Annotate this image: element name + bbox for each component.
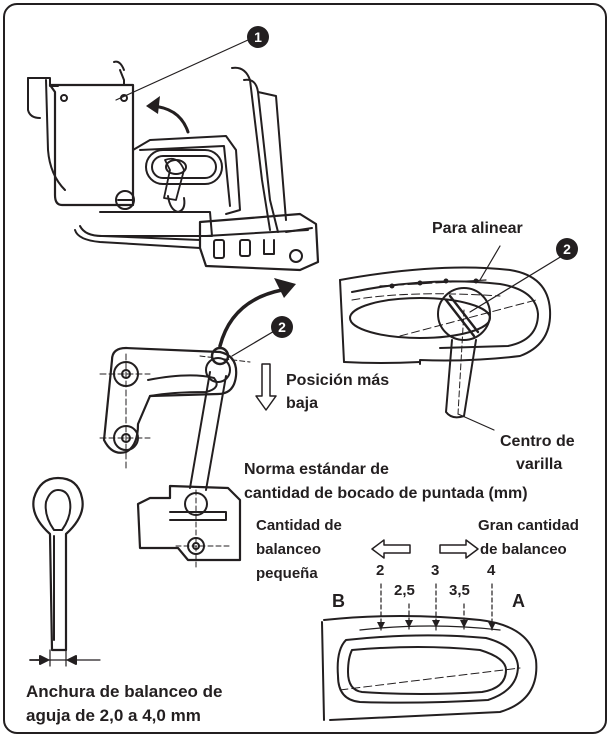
label-anchura-line1: Anchura de balanceo de — [26, 682, 223, 701]
needle-illustration — [29, 476, 101, 667]
right-arrow-icon — [439, 539, 479, 559]
label-centro-line2: varilla — [516, 456, 563, 473]
scale-tick-2-5: 2,5 — [394, 582, 415, 599]
scale-tick-3: 3 — [431, 562, 440, 579]
left-arrow-icon — [371, 539, 411, 559]
label-gran-line2: de balanceo — [480, 541, 567, 558]
linkage-illustration — [99, 278, 296, 569]
callout-2-badge: 2 — [271, 316, 293, 338]
figure-frame — [3, 3, 607, 734]
label-gran-line1: Gran cantidad — [478, 517, 579, 534]
label-norma-line2: cantidad de bocado de puntada (mm) — [244, 485, 528, 502]
scale-tick-2: 2 — [376, 562, 385, 579]
label-norma-line1: Norma estándar de — [244, 461, 389, 478]
down-arrow-icon — [255, 363, 277, 411]
label-para-alinear: Para alinear — [432, 220, 523, 237]
label-centro-line1: Centro de — [500, 433, 575, 450]
label-cantidad-line2: balanceo — [256, 541, 322, 558]
alignment-detail — [339, 245, 563, 431]
callout-1-badge: 1 — [247, 26, 269, 48]
label-posicion-line2: baja — [286, 395, 319, 412]
label-a: A — [512, 591, 525, 611]
label-posicion-line1: Posición más — [286, 372, 390, 389]
scale-tick-4: 4 — [487, 562, 496, 579]
scale-tick-3-5: 3,5 — [449, 582, 470, 599]
label-b: B — [332, 591, 345, 611]
scale-detail — [321, 539, 538, 721]
machine-head-illustration — [27, 39, 320, 272]
label-cantidad-line1: Cantidad de — [256, 517, 342, 534]
callout-2-badge-detail: 2 — [556, 238, 578, 260]
label-anchura-line2: aguja de 2,0 a 4,0 mm — [26, 706, 201, 725]
swing-arrow — [146, 96, 160, 114]
label-cantidad-line3: pequeña — [256, 565, 318, 582]
